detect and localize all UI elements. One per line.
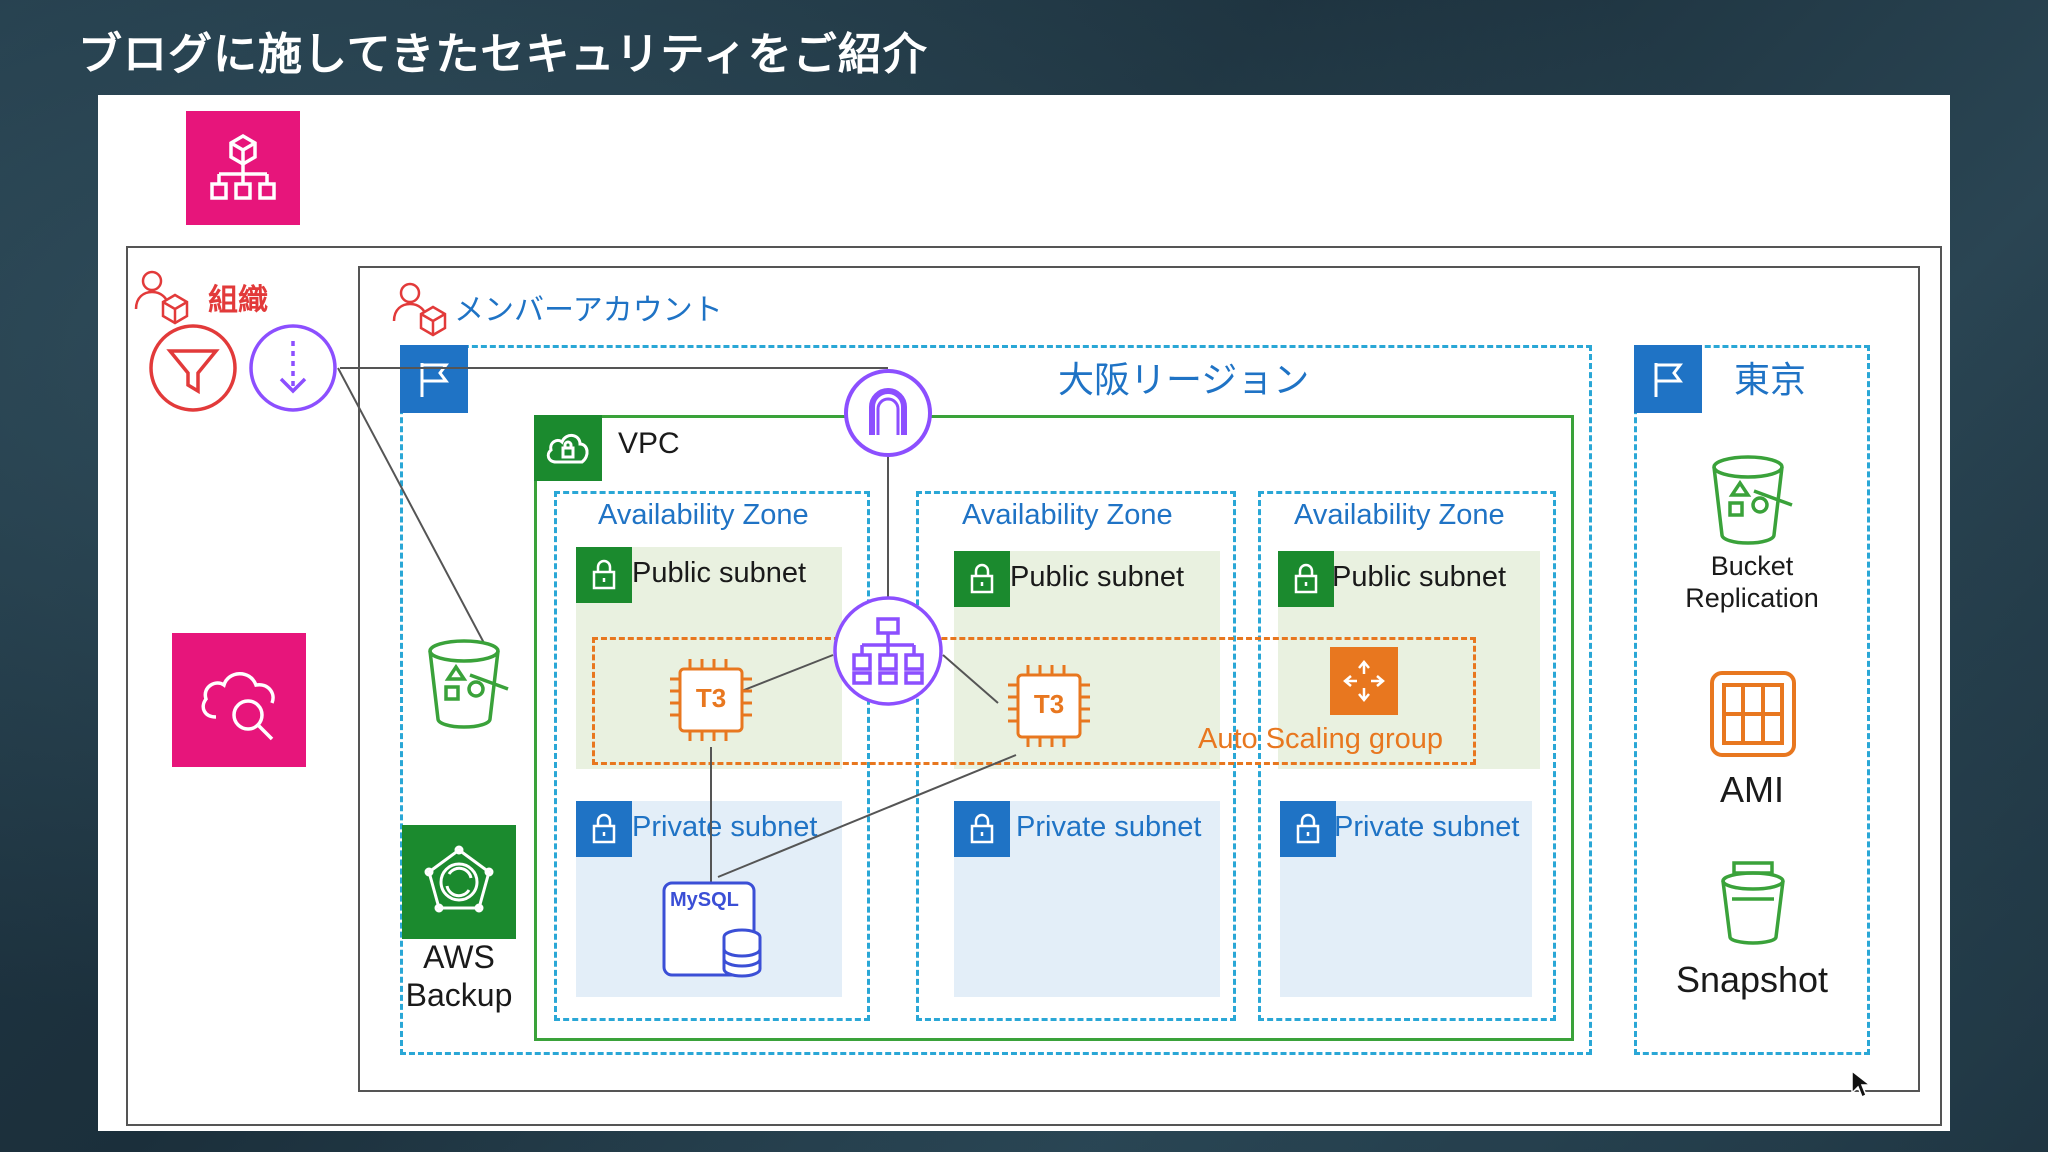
aws-backup-label-line1: AWS <box>423 939 495 975</box>
az-2-title: Availability Zone <box>962 499 1173 531</box>
availability-zone-3 <box>1258 491 1556 1021</box>
osaka-region-label: 大阪リージョン <box>1058 360 1310 401</box>
mysql-database: MySQL <box>662 881 772 981</box>
private-subnet-1-label: Private subnet <box>632 811 818 843</box>
private-subnet-1-lock-icon <box>576 801 632 857</box>
load-balancer-icon <box>832 595 944 707</box>
public-subnet-3-lock-icon <box>1278 551 1334 607</box>
ec2-instance-2: T3 <box>1002 659 1096 753</box>
tokyo-region-label: 東京 <box>1734 360 1807 401</box>
organizations-icon <box>186 111 300 225</box>
availability-zone-1 <box>554 491 870 1021</box>
az-1-title: Availability Zone <box>598 499 809 531</box>
aws-backup-icon <box>402 825 516 939</box>
auto-scaling-group-frame <box>592 637 1476 765</box>
diagram-panel: 組織 メンバーアカウント 大阪リージョン 東京 <box>98 95 1950 1131</box>
private-subnet-3-label: Private subnet <box>1334 811 1520 843</box>
bucket-replication-icon <box>1708 451 1798 551</box>
member-account-label: メンバーアカウント <box>454 293 723 328</box>
public-subnet-1-label: Public subnet <box>632 557 807 589</box>
slide-title: ブログに施してきたセキュリティをご紹介 <box>78 29 928 80</box>
snapshot-label: Snapshot <box>1675 959 1829 1000</box>
mysql-label: MySQL <box>670 889 739 911</box>
member-account-icon <box>388 277 452 341</box>
az-3-title: Availability Zone <box>1294 499 1505 531</box>
ami-label: AMI <box>1719 769 1784 810</box>
public-subnet-1-lock-icon <box>576 547 632 603</box>
organization-label: 組織 <box>208 283 268 318</box>
org-group-icon <box>130 265 194 329</box>
ec2-instance-2-label: T3 <box>1033 689 1065 719</box>
tokyo-region-frame <box>1634 345 1870 1055</box>
snapshot-icon <box>1718 859 1788 949</box>
member-account-frame <box>358 266 1920 1092</box>
cloud-search-icon <box>172 633 306 767</box>
auto-scaling-label: Auto Scaling group <box>1198 723 1444 755</box>
public-subnet-2-lock-icon <box>954 551 1010 607</box>
organization-frame <box>126 246 1942 1126</box>
s3-bucket-icon <box>424 635 514 735</box>
vpc-frame <box>534 415 1574 1041</box>
public-subnet-3-label: Public subnet <box>1332 561 1507 593</box>
bucket-replication-label-line1: Bucket <box>1710 551 1794 581</box>
download-arrow-icon <box>248 323 338 413</box>
aws-backup-label-line2: Backup <box>405 977 513 1013</box>
ec2-instance-1: T3 <box>664 653 758 747</box>
ec2-instance-1-label: T3 <box>695 683 727 713</box>
region-flag-icon <box>400 345 468 413</box>
private-subnet-2-label: Private subnet <box>1016 811 1202 843</box>
ami-icon <box>1708 669 1798 763</box>
public-subnet-2-label: Public subnet <box>1010 561 1185 593</box>
vpc-cloud-icon <box>534 415 602 481</box>
osaka-region-frame <box>400 345 1592 1055</box>
tokyo-flag-icon <box>1634 345 1702 413</box>
availability-zone-2 <box>916 491 1236 1021</box>
private-subnet-3-lock-icon <box>1280 801 1336 857</box>
gateway-icon <box>842 367 934 459</box>
cursor-icon <box>1850 1069 1873 1103</box>
private-subnet-2-lock-icon <box>954 801 1010 857</box>
vpc-label: VPC <box>618 427 680 460</box>
auto-scaling-icon <box>1330 647 1398 715</box>
filter-icon <box>148 323 238 413</box>
bucket-replication-label-line2: Replication <box>1685 583 1819 613</box>
